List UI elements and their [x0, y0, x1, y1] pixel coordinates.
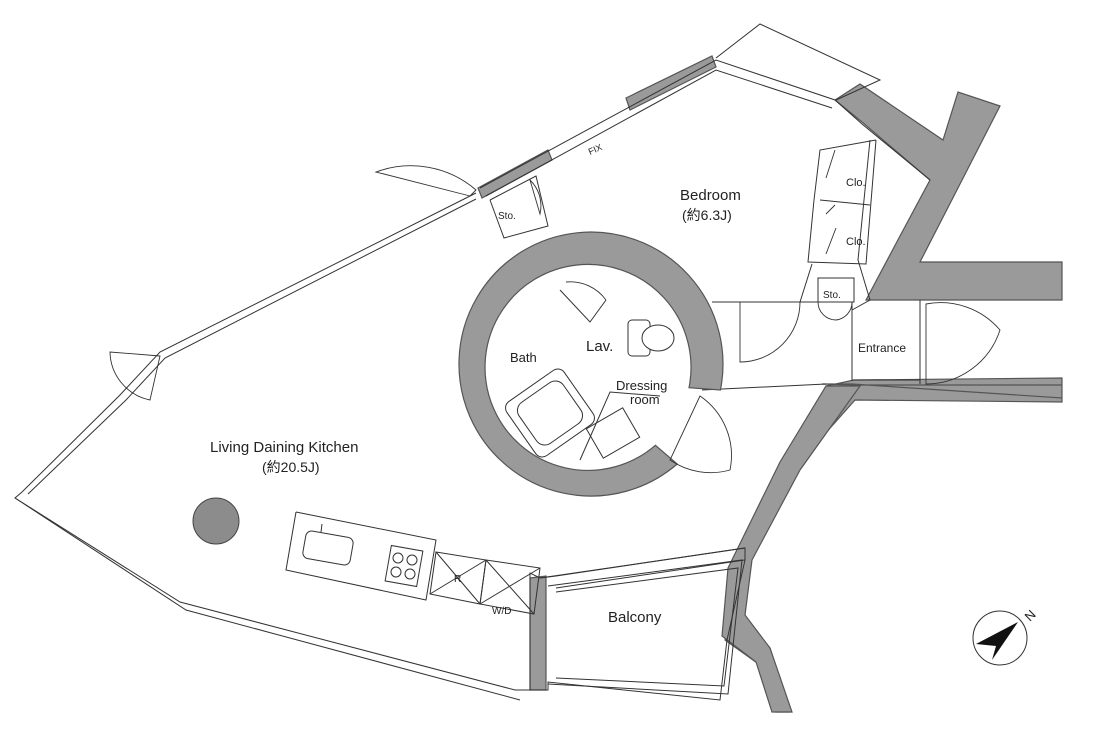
bedroom-north-inner	[485, 69, 833, 197]
dressing-partition	[579, 391, 661, 461]
entrance-label: Entrance	[858, 341, 906, 355]
closet-label-upper: Clo.	[846, 177, 866, 189]
bedroom-size: (約6.3J)	[682, 207, 732, 223]
door-dressing[interactable]	[669, 395, 732, 474]
balcony-outline	[547, 559, 743, 695]
storage-label-right: Sto.	[823, 290, 841, 301]
balcony-label: Balcony	[608, 609, 662, 626]
bedroom-divider	[799, 263, 813, 303]
compass-north-label: N	[1022, 607, 1039, 624]
storage-label-left: Sto.	[498, 211, 516, 222]
lav-label: Lav.	[586, 338, 613, 355]
closet-label-lower: Clo.	[846, 236, 866, 248]
door-storage-right[interactable]	[817, 301, 853, 321]
dressing-label-1: Dressing	[616, 378, 667, 393]
bedroom-label: Bedroom	[680, 187, 741, 204]
washbasin	[585, 407, 641, 459]
exterior-wall-southwest-curve	[721, 385, 862, 713]
living-south-wall	[14, 497, 521, 701]
living-west-wall	[27, 198, 477, 495]
ldk-label: Living Daining Kitchen	[210, 439, 358, 456]
door-bath[interactable]	[565, 281, 607, 301]
door-west-living[interactable]	[109, 351, 161, 401]
corridor-wall-bottom	[701, 383, 827, 391]
door-closet-a[interactable]	[825, 149, 837, 255]
storage-left-frame	[489, 175, 549, 239]
washer-space	[479, 559, 541, 615]
bath-core-ring	[458, 231, 724, 497]
door-storage-left[interactable]	[529, 178, 542, 216]
ldk-size: (約20.5J)	[262, 459, 320, 475]
bathtub-inner	[516, 380, 584, 446]
dressing-label-2: room	[630, 392, 660, 407]
bedroom-north-wall	[479, 59, 931, 189]
kitchen-wall	[539, 547, 746, 589]
compass: N	[972, 607, 1039, 666]
kitchen-sink	[302, 530, 354, 566]
door-north-living[interactable]	[374, 165, 477, 197]
stove	[384, 544, 424, 588]
washer-label: W/D	[492, 606, 511, 617]
toilet-bowl	[641, 324, 675, 352]
bath-label: Bath	[510, 350, 537, 365]
wall-segment-1	[477, 149, 553, 199]
balcony-wall	[529, 575, 547, 691]
balcony-inner	[555, 567, 739, 687]
bedroom-east-wall	[851, 139, 871, 311]
closet-frame	[807, 139, 877, 265]
compass-needle-icon	[976, 622, 1018, 660]
door-bedroom[interactable]	[739, 301, 801, 363]
fix-window-frame	[715, 23, 882, 101]
kitchen-counter	[285, 511, 437, 601]
column	[192, 497, 240, 545]
fix-window-label: FIX	[587, 142, 604, 157]
sink-faucet	[320, 523, 323, 533]
bathtub	[505, 368, 595, 458]
closet-divider	[819, 199, 871, 206]
storage-right-frame	[817, 277, 855, 303]
compass-ring	[972, 610, 1028, 666]
fridge-label: R	[454, 574, 461, 585]
bath-partition	[559, 289, 607, 323]
exterior-wall-northeast	[833, 83, 1063, 301]
door-entrance[interactable]	[925, 302, 1001, 385]
